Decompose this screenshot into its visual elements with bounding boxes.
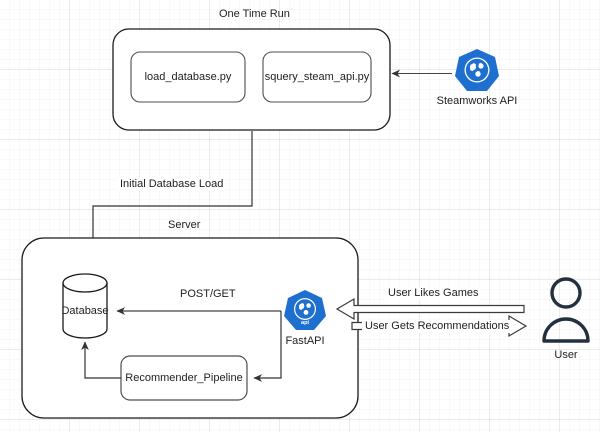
edge-fastapi-to-recommender: [253, 311, 282, 382]
node-squery-steam-api-label: squery_steam_api.py: [264, 71, 370, 83]
node-load-database[interactable]: [130, 51, 246, 103]
edge-post-get-label: POST/GET: [177, 288, 239, 301]
edge-user-likes-games-label: User Likes Games: [385, 287, 482, 300]
fastapi-icon[interactable]: api: [284, 290, 326, 330]
node-database[interactable]: [62, 273, 108, 339]
user-person-icon[interactable]: [542, 277, 590, 343]
one-time-run-title: One Time Run: [219, 8, 290, 20]
steamworks-api-icon[interactable]: [455, 49, 499, 91]
node-load-database-label: load_database.py: [144, 71, 232, 83]
steamworks-api-label: Steamworks API: [436, 95, 518, 107]
edge-recommender-to-database: [81, 341, 121, 379]
node-database-label: Database: [61, 305, 109, 317]
server-title: Server: [168, 219, 201, 231]
node-recommender-pipeline-label: Recommender_Pipeline: [125, 372, 243, 384]
edge-user-gets-recommendations-label: User Gets Recommendations: [362, 320, 513, 333]
edge-initial-database-load-label: Initial Database Load: [117, 178, 227, 191]
svg-text:api: api: [301, 320, 310, 326]
node-squery-steam-api[interactable]: [262, 51, 372, 103]
user-label: User: [554, 349, 578, 361]
edge-user-likes-games: [335, 297, 525, 321]
fastapi-label: FastAPI: [285, 335, 325, 347]
